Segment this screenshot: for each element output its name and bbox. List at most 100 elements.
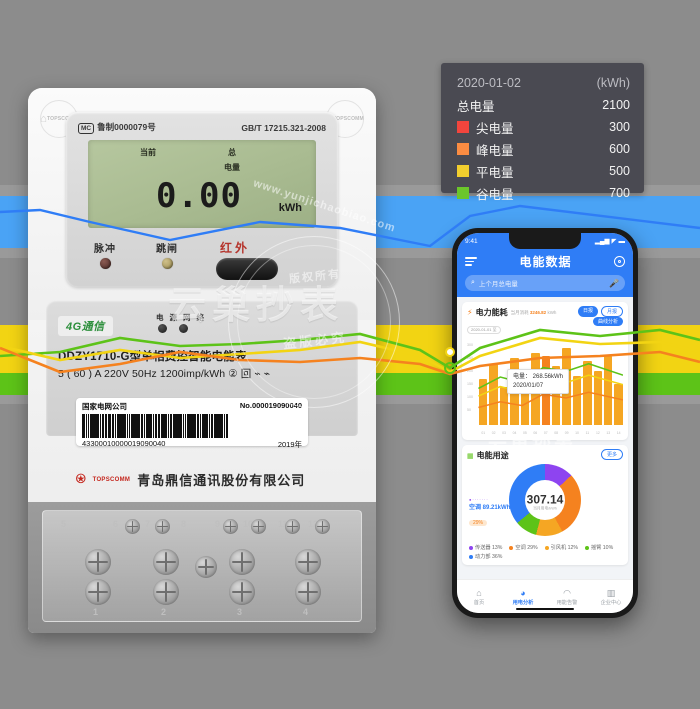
indicator-trip-label: 跳闸 [156, 244, 178, 255]
energy-card-header: ⚡ 电力能耗 当月消耗 3246.82 kWh [467, 307, 623, 318]
chart-bar[interactable] [489, 363, 498, 425]
topscomm-wordmark: TOPSCOMM [92, 476, 131, 483]
legend-label: 空调 29% [515, 545, 538, 551]
chart-bar[interactable] [614, 384, 623, 425]
chart-tooltip-value: 电量： 268.56kWh [513, 374, 564, 380]
tab-用能告警[interactable]: ◠用能告警 [545, 588, 589, 606]
tab-label: 企业中心 [600, 599, 622, 606]
report-tabs: 日报 月报 [577, 306, 623, 317]
tooltip-total-label: 总电量 [457, 99, 495, 114]
tooltip-row: 峰电量 600 [457, 138, 630, 160]
usage-card-title: 电能用途 [476, 451, 509, 460]
curve-analysis-button[interactable]: 曲线分析 [592, 317, 623, 326]
chart-ytick: 100 [467, 395, 473, 399]
tooltip-row-value: 600 [609, 142, 630, 156]
chart-ytick: 200 [467, 369, 473, 373]
trip-led-icon [161, 258, 173, 269]
company-row: ⍟ TOPSCOMM 青岛鼎信通讯股份有限公司 [76, 470, 336, 489]
chart-xtick: 07 [543, 431, 548, 435]
terminal-num-10: 10 [243, 519, 254, 529]
terminal-num-3: 3 [237, 607, 243, 617]
legend-item: 空调 29% [509, 544, 538, 551]
home-icon: ⌂ [476, 587, 482, 598]
power-network-labels: 电源网络 [156, 313, 210, 322]
barcode-year: 2019年 [277, 440, 302, 449]
indicator-pulse: 脉冲 [94, 240, 116, 269]
tooltip-row-value: 500 [609, 164, 630, 178]
chart-bar[interactable] [593, 371, 603, 425]
meter-model: DDZY1710-G型单相费控智能电能表 [58, 351, 247, 363]
terminal-screw-2b [153, 579, 179, 605]
mc-badge: MC [78, 123, 95, 134]
chart-bar[interactable] [479, 378, 488, 425]
tooltip-date: 2020-01-02 [457, 76, 521, 90]
terminal-screw-3a [229, 549, 255, 575]
home-indicator [516, 607, 574, 610]
meter-nameplate: 4G通信 电源网络 DDZY1710-G型单相费控智能电能表 5 ( 60 ) … [46, 300, 358, 449]
lightning-icon: ⚡ [467, 308, 473, 317]
bell-icon: ◠ [563, 587, 571, 598]
legend-swatch [509, 545, 514, 550]
callout-dots: ●······· [469, 497, 489, 502]
legend-swatch [469, 554, 473, 559]
meter-spec: 5 ( 60 ) A 220V 50Hz 1200imp/kWh ② 回 ⌁ ⌁ [58, 368, 271, 380]
phone-notch [509, 233, 581, 249]
terminal-screw-small-5 [285, 519, 300, 534]
barcode-top-row: 国家电网公司 No.000019090040 [82, 401, 302, 412]
tooltip-swatch [457, 121, 469, 133]
legend-item: 引风机 12% [544, 544, 578, 551]
chart-bar[interactable] [604, 355, 613, 425]
tab-label: 用能告警 [556, 599, 578, 606]
terminal-screw-3b [229, 579, 255, 605]
chart-xtick: 06 [533, 431, 538, 435]
tooltip-row-value: 300 [609, 120, 630, 134]
terminal-block: 5 6 7 8 9 10 11 12 [42, 510, 362, 622]
phone-screen: 9:41 ▂▄▆ ◤ ▬ 电能数据 ⌕ 上个月总电量 🎤 [457, 233, 633, 613]
terminal-num-11: 11 [278, 519, 288, 529]
terminal-num-8: 8 [181, 519, 187, 529]
tab-首页[interactable]: ⌂首页 [457, 588, 501, 606]
chart-bar[interactable] [572, 376, 582, 425]
more-button[interactable]: 更多 [600, 449, 623, 460]
chart-tooltip: 电量： 268.56kWh 2020/01/07 [507, 369, 570, 395]
terminal-screw-1b [85, 579, 111, 605]
comm-tag: 4G通信 [58, 316, 113, 336]
barcode-owner: 国家电网公司 [82, 402, 127, 411]
brand-text-left: TOPSCOMM [46, 116, 78, 122]
terminal-num-5: 5 [61, 519, 67, 529]
tab-企业中心[interactable]: ▥企业中心 [589, 588, 633, 606]
tab-monthly-report[interactable]: 月报 [600, 306, 623, 317]
building-icon: ▥ [606, 587, 616, 598]
chart-bar[interactable] [583, 360, 592, 425]
legend-item: 动力部 36% [469, 553, 502, 560]
tooltip-total-value: 2100 [602, 98, 630, 112]
tooltip-row-label: 峰电量 [476, 143, 514, 158]
terminal-screw-4a [295, 549, 321, 575]
chart-xtick: 04 [512, 431, 517, 435]
chart-xtick: 05 [523, 431, 527, 435]
indicator-pulse-label: 脉冲 [94, 244, 116, 255]
energy-usage-card: ▦ 电能用途 更多 307.14 当月用电/kWh ●······· 空调 89… [462, 445, 628, 565]
network-led-icon [179, 324, 188, 333]
page-title: 电能数据 [519, 255, 572, 269]
terminal-cover: 5 6 7 8 9 10 11 12 [28, 502, 376, 633]
hamburger-icon[interactable] [465, 255, 477, 268]
search-input[interactable]: ⌕ 上个月总电量 🎤 [465, 275, 625, 291]
donut-callout: ●······· 空调 89.21kWh 29% [469, 497, 510, 529]
tab-用电分析[interactable]: ◕用电分析 [501, 588, 545, 606]
microphone-icon[interactable]: 🎤 [609, 278, 619, 288]
date-range-tag[interactable]: 2020-01-01 至 [467, 326, 501, 334]
gear-icon[interactable] [613, 256, 625, 267]
chart-xtick: 10 [575, 431, 579, 435]
legend-item: 传送器 13% [469, 544, 502, 551]
tab-daily-report[interactable]: 日报 [577, 306, 598, 317]
usage-card-header: ▦ 电能用途 [467, 450, 623, 461]
chart-ytick: 50 [467, 408, 471, 412]
